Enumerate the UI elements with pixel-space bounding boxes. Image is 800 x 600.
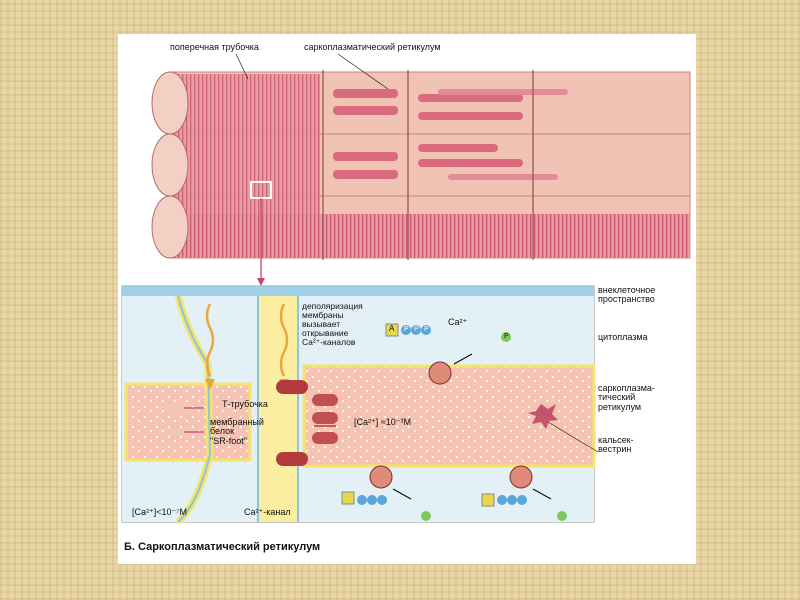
pointer-calsequestrin <box>547 421 599 453</box>
t-tubule-left-blue <box>177 295 212 523</box>
t-tubule-lines <box>322 70 534 260</box>
slide: поперечная трубочка саркоплазматический … <box>118 34 696 564</box>
atp-letter-p1: P <box>404 326 409 333</box>
label-extracellular: внеклеточное пространство <box>598 285 656 305</box>
ca-channels <box>276 380 338 466</box>
calsequestrin <box>528 404 558 429</box>
phosphate-letter-p: P <box>504 333 509 340</box>
figure-caption: Б. Саркоплазматический ретикулум <box>124 541 321 553</box>
sr-tubules <box>333 89 568 180</box>
label-ca-ion: Ca²⁺ <box>448 317 468 327</box>
sr-lumen-left <box>124 382 252 462</box>
atp-letter-p3: P <box>424 326 429 333</box>
label-cytoplasm: цитоплазма <box>598 332 648 342</box>
fiber-end-top <box>151 71 189 135</box>
pointer-t-tubule <box>235 53 249 80</box>
label-calsequestrin: кальсек- вестрин <box>598 435 634 455</box>
sr-foot-proteins <box>166 404 204 436</box>
zoom-arrowhead <box>257 278 265 286</box>
label-conc-sr: [Ca²⁺] ≈10⁻³M <box>354 417 411 427</box>
label-depolarization: деполяризация мембраны вызывает открыван… <box>302 301 363 347</box>
label-ca-channel: Ca²⁺-канал <box>244 507 291 517</box>
fiber-end-middle <box>151 133 189 197</box>
atp-symbols <box>341 323 527 507</box>
label-sr-foot: мембранный белок "SR-foot" <box>210 417 264 446</box>
atp-letter-a: A <box>389 324 395 333</box>
label-sr-detail: саркоплазма- тический ретикулум <box>598 383 655 412</box>
muscle-fiber-bundle <box>151 70 691 260</box>
diagram-canvas <box>121 53 691 525</box>
ca-pumps <box>369 361 533 489</box>
label-t-tubule: Т-трубочка <box>222 399 268 409</box>
atp-letter-p2: P <box>414 326 419 333</box>
fiber-end-bottom <box>151 195 189 259</box>
phosphates <box>421 332 567 521</box>
label-t-tubule-top: поперечная трубочка <box>170 42 259 52</box>
label-sr-top: саркоплазматический ретикулум <box>304 42 441 52</box>
fiber-left-striated <box>170 74 320 256</box>
t-tubule-channel <box>258 296 298 522</box>
label-conc-cytoplasm: [Ca²⁺]<10⁻⁷M <box>132 507 188 517</box>
detail-panel <box>121 285 599 525</box>
ion-arrows <box>392 353 552 500</box>
pointer-sr <box>337 53 389 90</box>
membrane-outer-blue <box>122 286 594 296</box>
